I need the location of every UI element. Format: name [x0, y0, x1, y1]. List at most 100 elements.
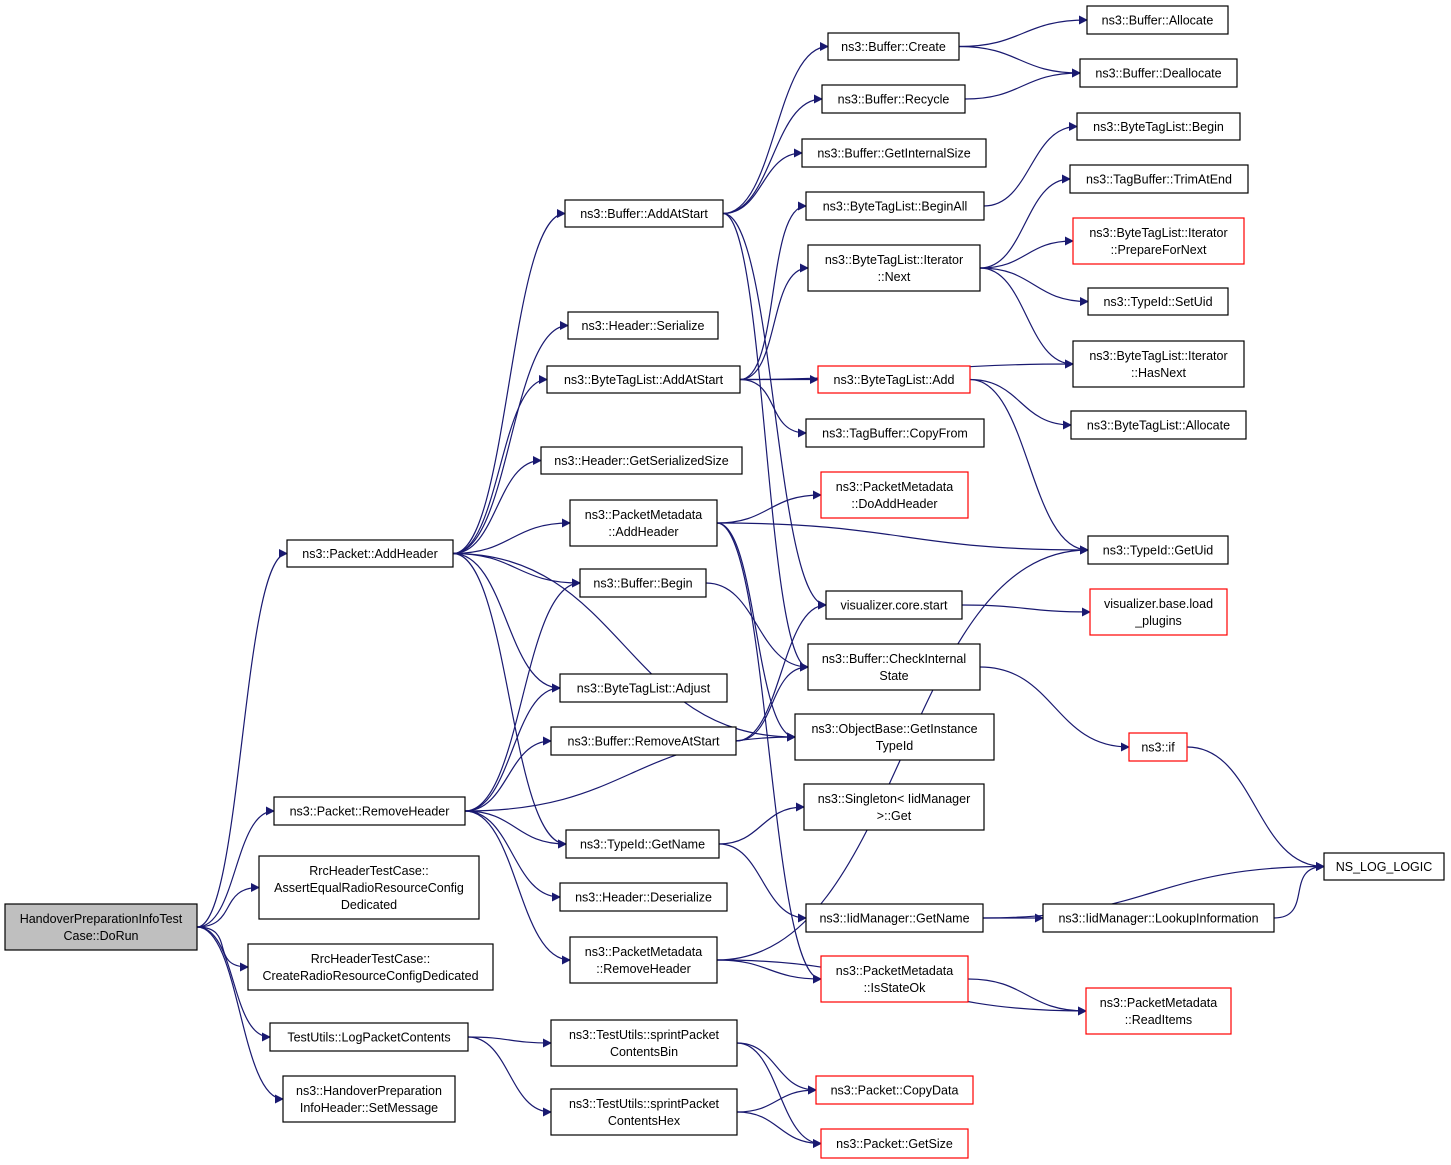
node-iidmanager-lookupinfo[interactable]: ns3::IidManager::LookupInformation [1042, 903, 1275, 933]
node-label: _plugins [1134, 614, 1182, 628]
node-label: ::ReadItems [1125, 1013, 1192, 1027]
node-box [564, 199, 724, 228]
node-btl-beginall[interactable]: ns3::ByteTagList::BeginAll [805, 191, 985, 221]
node-buffer-recycle[interactable]: ns3::Buffer::Recycle [821, 84, 966, 114]
edge-ns3_if-to-ns_log_logic [1186, 746, 1325, 871]
node-label: ns3::PacketMetadata [836, 480, 953, 494]
node-label: ns3::TypeId::GetName [580, 838, 705, 852]
node-typeid-setuid[interactable]: ns3::TypeId::SetUid [1087, 287, 1229, 316]
edge-packet_addheader-to-buffer_begin [452, 552, 581, 588]
node-box [1087, 535, 1229, 565]
node-vis-core-start[interactable]: visualizer.core.start [825, 590, 963, 620]
node-btl-add[interactable]: ns3::ByteTagList::Add [817, 365, 971, 394]
node-pm-removeheader[interactable]: ns3::PacketMetadata::RemoveHeader [569, 936, 718, 984]
node-typeid-getuid[interactable]: ns3::TypeId::GetUid [1087, 535, 1229, 565]
node-box [247, 943, 494, 991]
node-hoprep-setmessage[interactable]: ns3::HandoverPreparationInfoHeader::SetM… [282, 1075, 456, 1123]
node-tagbuffer-trimatend[interactable]: ns3::TagBuffer::TrimAtEnd [1069, 164, 1249, 194]
node-header-serialize[interactable]: ns3::Header::Serialize [567, 311, 719, 340]
node-header-getserializedsize[interactable]: ns3::Header::GetSerializedSize [540, 446, 743, 475]
edge-pm_addheader-to-pm_isstateok [716, 522, 822, 984]
edge-buffer_addatstart-to-buffer_create [722, 42, 829, 215]
edge-buffer_addatstart-to-buffer_checkinternal [722, 212, 809, 672]
node-buffer-begin[interactable]: ns3::Buffer::Begin [579, 568, 707, 598]
node-label: ns3::ByteTagList::Allocate [1087, 419, 1230, 433]
node-header-deserialize[interactable]: ns3::Header::Deserialize [559, 882, 728, 912]
node-label: ns3::ByteTagList::Iterator [825, 253, 963, 267]
node-tagbuffer-copyfrom[interactable]: ns3::TagBuffer::CopyFrom [805, 418, 985, 448]
node-box [282, 1075, 456, 1123]
edge-btl_addatstart-to-tagbuffer_copyfrom [739, 378, 807, 438]
node-packet-copydata[interactable]: ns3::Packet::CopyData [815, 1075, 974, 1105]
node-btl-iter-next[interactable]: ns3::ByteTagList::Iterator::Next [807, 244, 981, 292]
node-pm-readitems[interactable]: ns3::PacketMetadata::ReadItems [1085, 987, 1232, 1035]
node-label: ns3::ByteTagList::Add [834, 373, 955, 387]
node-box [807, 244, 981, 292]
edge-btl_iter_next-to-typeid_setuid [979, 267, 1089, 306]
node-pm-doaddheader[interactable]: ns3::PacketMetadata::DoAddHeader [820, 471, 969, 519]
node-label: ns3::Buffer::Create [841, 40, 946, 54]
node-label: ns3::Buffer::Begin [593, 577, 692, 591]
node-packet-removeheader[interactable]: ns3::Packet::RemoveHeader [273, 796, 466, 826]
node-rrc-create[interactable]: RrcHeaderTestCase::CreateRadioResourceCo… [247, 943, 494, 991]
node-label: ns3::Packet::RemoveHeader [290, 805, 450, 819]
node-label: ::IsStateOk [864, 981, 927, 995]
node-label: ns3::TagBuffer::TrimAtEnd [1086, 173, 1232, 187]
node-btl-iter-hasnext[interactable]: ns3::ByteTagList::Iterator::HasNext [1072, 340, 1245, 388]
edge-packet_addheader-to-header_serialize [452, 321, 569, 555]
node-box [1079, 58, 1238, 88]
node-iidmanager-getname[interactable]: ns3::IidManager::GetName [805, 903, 984, 933]
node-singleton-get[interactable]: ns3::Singleton< IidManager>::Get [803, 783, 985, 831]
edge-buffer_recycle-to-buffer_deallocate [964, 68, 1081, 100]
node-box [550, 1019, 738, 1067]
node-btl-adjust[interactable]: ns3::ByteTagList::Adjust [559, 673, 728, 703]
node-label: ns3::if [1141, 741, 1175, 755]
node-btl-iter-preparefornext[interactable]: ns3::ByteTagList::Iterator::PrepareForNe… [1072, 217, 1245, 265]
node-box [567, 311, 719, 340]
node-label: ns3::Packet::AddHeader [302, 547, 438, 561]
node-box [1072, 340, 1245, 388]
node-buffer-addatstart[interactable]: ns3::Buffer::AddAtStart [564, 199, 724, 228]
node-box [821, 84, 966, 114]
node-rrc-assert[interactable]: RrcHeaderTestCase::AssertEqualRadioResou… [258, 855, 480, 920]
node-btl-begin[interactable]: ns3::ByteTagList::Begin [1076, 112, 1241, 141]
node-label: ns3::Buffer::CheckInternal [822, 652, 966, 666]
node-ns-log-logic[interactable]: NS_LOG_LOGIC [1323, 852, 1445, 881]
node-vis-base-loadplugins[interactable]: visualizer.base.load_plugins [1089, 588, 1228, 636]
edge-btl_addatstart-to-btl_beginall [739, 201, 807, 381]
node-packet-getsize[interactable]: ns3::Packet::GetSize [820, 1128, 969, 1159]
node-label: ns3::Header::Deserialize [575, 891, 712, 905]
nodes-layer: HandoverPreparationInfoTestCase::DoRunns… [4, 5, 1445, 1159]
node-buffer-allocate[interactable]: ns3::Buffer::Allocate [1086, 5, 1229, 35]
node-label: ns3::TestUtils::sprintPacket [569, 1097, 720, 1111]
node-label: ns3::TypeId::GetUid [1103, 544, 1214, 558]
node-label: ns3::Packet::GetSize [836, 1137, 953, 1151]
node-box [1085, 987, 1232, 1035]
node-label: ns3::Buffer::Recycle [838, 93, 950, 107]
node-btl-addatstart[interactable]: ns3::ByteTagList::AddAtStart [546, 365, 741, 394]
node-buffer-removeatstart[interactable]: ns3::Buffer::RemoveAtStart [550, 726, 737, 756]
edge-root-to-hoprep_setmessage [196, 926, 284, 1104]
node-pm-isstateok[interactable]: ns3::PacketMetadata::IsStateOk [820, 955, 969, 1003]
node-buffer-getinternalsize[interactable]: ns3::Buffer::GetInternalSize [801, 138, 987, 168]
node-label: ns3::Buffer::AddAtStart [580, 207, 708, 221]
node-label: ns3::TestUtils::sprintPacket [569, 1028, 720, 1042]
node-label: ::HasNext [1131, 366, 1186, 380]
node-label: ::DoAddHeader [851, 497, 937, 511]
node-typeid-getname[interactable]: ns3::TypeId::GetName [565, 829, 720, 859]
node-label: InfoHeader::SetMessage [300, 1101, 438, 1115]
node-box [286, 539, 454, 568]
node-btl-allocate[interactable]: ns3::ByteTagList::Allocate [1070, 410, 1247, 440]
node-testutils-log[interactable]: TestUtils::LogPacketContents [269, 1022, 469, 1052]
node-buffer-create[interactable]: ns3::Buffer::Create [827, 32, 960, 61]
node-ns3-if[interactable]: ns3::if [1128, 732, 1188, 762]
node-box [273, 796, 466, 826]
node-packet-addheader[interactable]: ns3::Packet::AddHeader [286, 539, 454, 568]
node-pm-addheader[interactable]: ns3::PacketMetadata::AddHeader [569, 499, 718, 547]
node-buffer-deallocate[interactable]: ns3::Buffer::Deallocate [1079, 58, 1238, 88]
